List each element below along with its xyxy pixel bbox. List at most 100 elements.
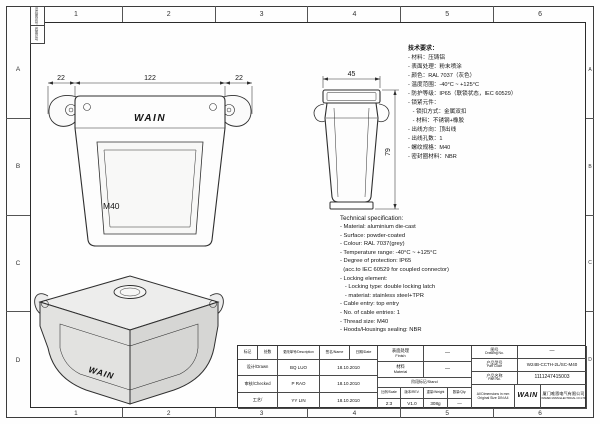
iso-view: WAIN (34, 275, 224, 405)
spec-cn-line: - 材料：不锈钢+橡胶 (408, 118, 465, 124)
title-block-process-date: 18.10.2010 (320, 393, 378, 409)
iso-gland-inner (119, 287, 141, 297)
title-block-checked-date: 18.10.2010 (320, 376, 378, 393)
grid-row: B (586, 117, 594, 215)
dim-22-left: 22 (57, 75, 65, 82)
material-label-en: Material (393, 369, 408, 374)
spec-cn-line: - 防护等级：IP65（联锁状态，IEC 60529） (408, 91, 517, 97)
spec-cn-line: - 出线方向：顶出线 (408, 127, 457, 133)
dimension-arrows (48, 81, 252, 85)
spec-en-line: - Degree of protection: IP65 (340, 258, 412, 265)
iso-recess-left (59, 323, 131, 391)
spec-en-line: - Hoods/Housings sealing: NBR (340, 327, 422, 334)
spec-cn-line: - 出线孔数：1 (408, 136, 443, 142)
part-code-label-en: Part Code (486, 364, 503, 369)
spec-en-line: - No. of cable entries: 1 (340, 309, 400, 316)
side-latch-right (376, 103, 390, 123)
title-block-drawn-date: 18.10.2010 (320, 360, 378, 376)
grid-col: 4 (307, 6, 400, 22)
grid-col: 6 (493, 408, 586, 418)
grid-col: 2 (121, 6, 215, 22)
title-block-drawing-no-value: — (518, 346, 587, 359)
part-code-label-cn: 产品型号 (486, 359, 503, 365)
title-block-qty-label: 数量/Qty. (448, 388, 472, 399)
spec-en-line: - Locking element: (340, 275, 388, 282)
title-block-checked-name: P RAO (278, 376, 320, 393)
spec-cn-line: - 螺纹规格：M40 (408, 145, 451, 151)
grid-row: D (586, 311, 594, 408)
finish-label-cn: 表面处理 (391, 347, 410, 353)
dim-122: 122 (144, 75, 156, 82)
title-block-scale-label: 比例/Scale (378, 388, 401, 399)
spec-en-line: - Locking type: double locking latch (340, 284, 436, 291)
spec-en-line: - Material: aluminium die-cast (340, 224, 416, 230)
title-block-drawn-name: BQ LUO (278, 360, 320, 376)
grid-row: C (6, 214, 30, 312)
title-block-drawn-label: 设计/Drawn (238, 360, 278, 376)
grid-col: 4 (307, 408, 400, 418)
front-pivot-right (209, 103, 217, 111)
grid-col: 6 (493, 6, 586, 22)
grid-row: A (15, 66, 21, 74)
grid-col: 2 (121, 408, 215, 418)
title-block-weight-label: 重量/Weight (424, 388, 448, 399)
front-dimensions: 22 122 22 (47, 75, 253, 114)
archive-number-table: 旧底图总号 底图总号 (30, 6, 45, 44)
grid-row: B (6, 117, 30, 215)
side-dimension-width: 45 (322, 71, 381, 88)
front-thread-label: M40 (103, 201, 120, 211)
spec-en-line: - Temperature range: -40°C ~ +125°C (340, 249, 437, 256)
dim-45: 45 (348, 71, 356, 78)
title-block-mark-header: 标记 (238, 346, 258, 360)
spec-cn-line: - 材料：压铸铝 (408, 55, 445, 61)
title-block-finish-label: 表面处理 Finish (378, 346, 424, 362)
spec-cn-line: - 温度范围：-40°C ~ +125°C (408, 82, 479, 88)
grid-ref-bottom: 1 2 3 4 5 6 (30, 408, 586, 418)
spec-en-line: - Thread size: M40 (340, 318, 389, 325)
spec-cn-line: - 密封圈材料：NBR (408, 154, 457, 160)
dim-22-right: 22 (235, 75, 243, 82)
spec-en-title: Technical specification: (340, 215, 404, 222)
side-body-line-left (333, 107, 339, 198)
front-pivot-left (83, 103, 91, 111)
title-block-process-label: 工艺/ (238, 393, 278, 409)
archive-number: 底图总号 (31, 24, 44, 44)
company-name-cn: 厦门唯恩电气有限公司 (542, 391, 585, 397)
note-line-1: All Dimensions in mm (476, 391, 510, 396)
spec-en-line: - Cable entry: top entry (340, 301, 399, 308)
title-block-description-header: 更改单号/Description (278, 346, 320, 360)
title-block-finish-value: — (424, 346, 472, 362)
front-latch-left (48, 95, 79, 127)
title-block-part-code-value: W24B-CCTH-2L/SC-M40 (518, 359, 587, 372)
grid-ref-left: A B C D (6, 22, 30, 408)
drawing-no-label-cn: 图号 (490, 346, 499, 352)
part-no-label-en: Part No. (488, 377, 501, 382)
archive-number-old: 旧底图总号 (35, 7, 39, 25)
title-block-part-code-label: 产品型号 Part Code (472, 359, 518, 372)
title-block-process-name: YY LIN (278, 393, 320, 409)
title-block-sign-header: 签名/Name (320, 346, 350, 360)
sheet-outer-border (6, 6, 594, 418)
material-label-cn: 材料 (396, 363, 405, 369)
spec-cn-line: - 锁扣方式：金属双扣 (408, 109, 467, 115)
spec-cn-title: 技术要求： (408, 46, 439, 52)
grid-col: 1 (73, 10, 78, 18)
grid-col: 3 (214, 408, 308, 418)
spec-en-line: - Surface: powder-coated (340, 232, 406, 239)
side-top-cap (322, 89, 381, 104)
side-dimension-height: 79 (375, 89, 399, 210)
front-recess-inner (103, 149, 197, 228)
spec-block-chinese: 技术要求： - 材料：压铸铝 - 表面处理：粉末喷涂 - 颜色：RAL 7037… (408, 44, 584, 162)
title-block-material-value: — (424, 362, 472, 378)
title-block-count-header: 处数 (258, 346, 278, 360)
title-block-date-header: 日期/Date (350, 346, 378, 360)
grid-row: C (586, 214, 594, 312)
title-block-rev-value: V1.0 (401, 399, 424, 409)
grid-col: 1 (74, 409, 78, 417)
front-recess-panel (96, 141, 204, 235)
side-top-cap-inner (326, 92, 377, 101)
side-bottom-flange (329, 201, 374, 210)
spec-cn-line: - 颜色：RAL 7037（灰色） (408, 73, 476, 79)
